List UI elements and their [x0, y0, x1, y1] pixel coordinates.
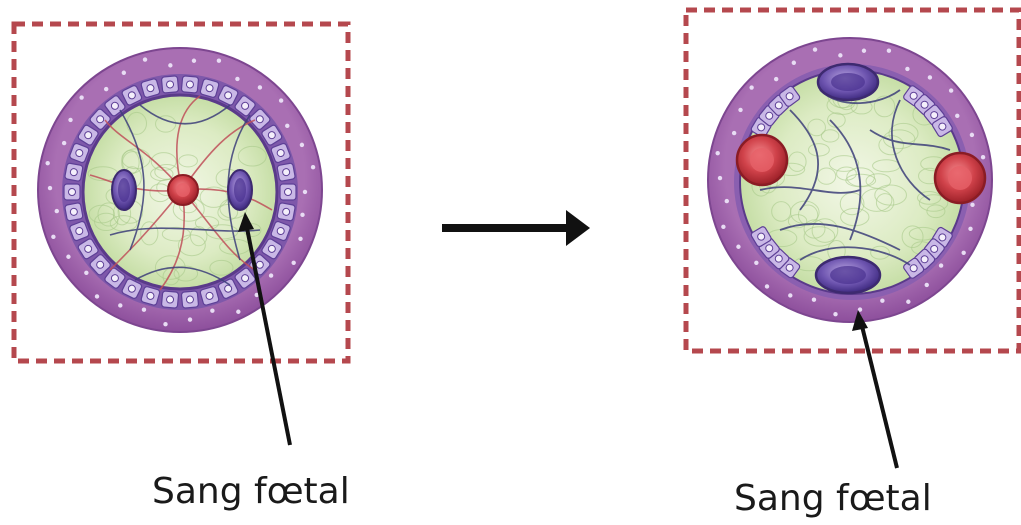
left-caption: Sang fœtal — [152, 474, 350, 510]
right-caption: Sang fœtal — [734, 481, 932, 517]
right-pointer-line — [860, 318, 897, 468]
right-panel — [686, 10, 1019, 468]
transition-arrow — [442, 210, 590, 246]
left-panel — [14, 24, 348, 445]
